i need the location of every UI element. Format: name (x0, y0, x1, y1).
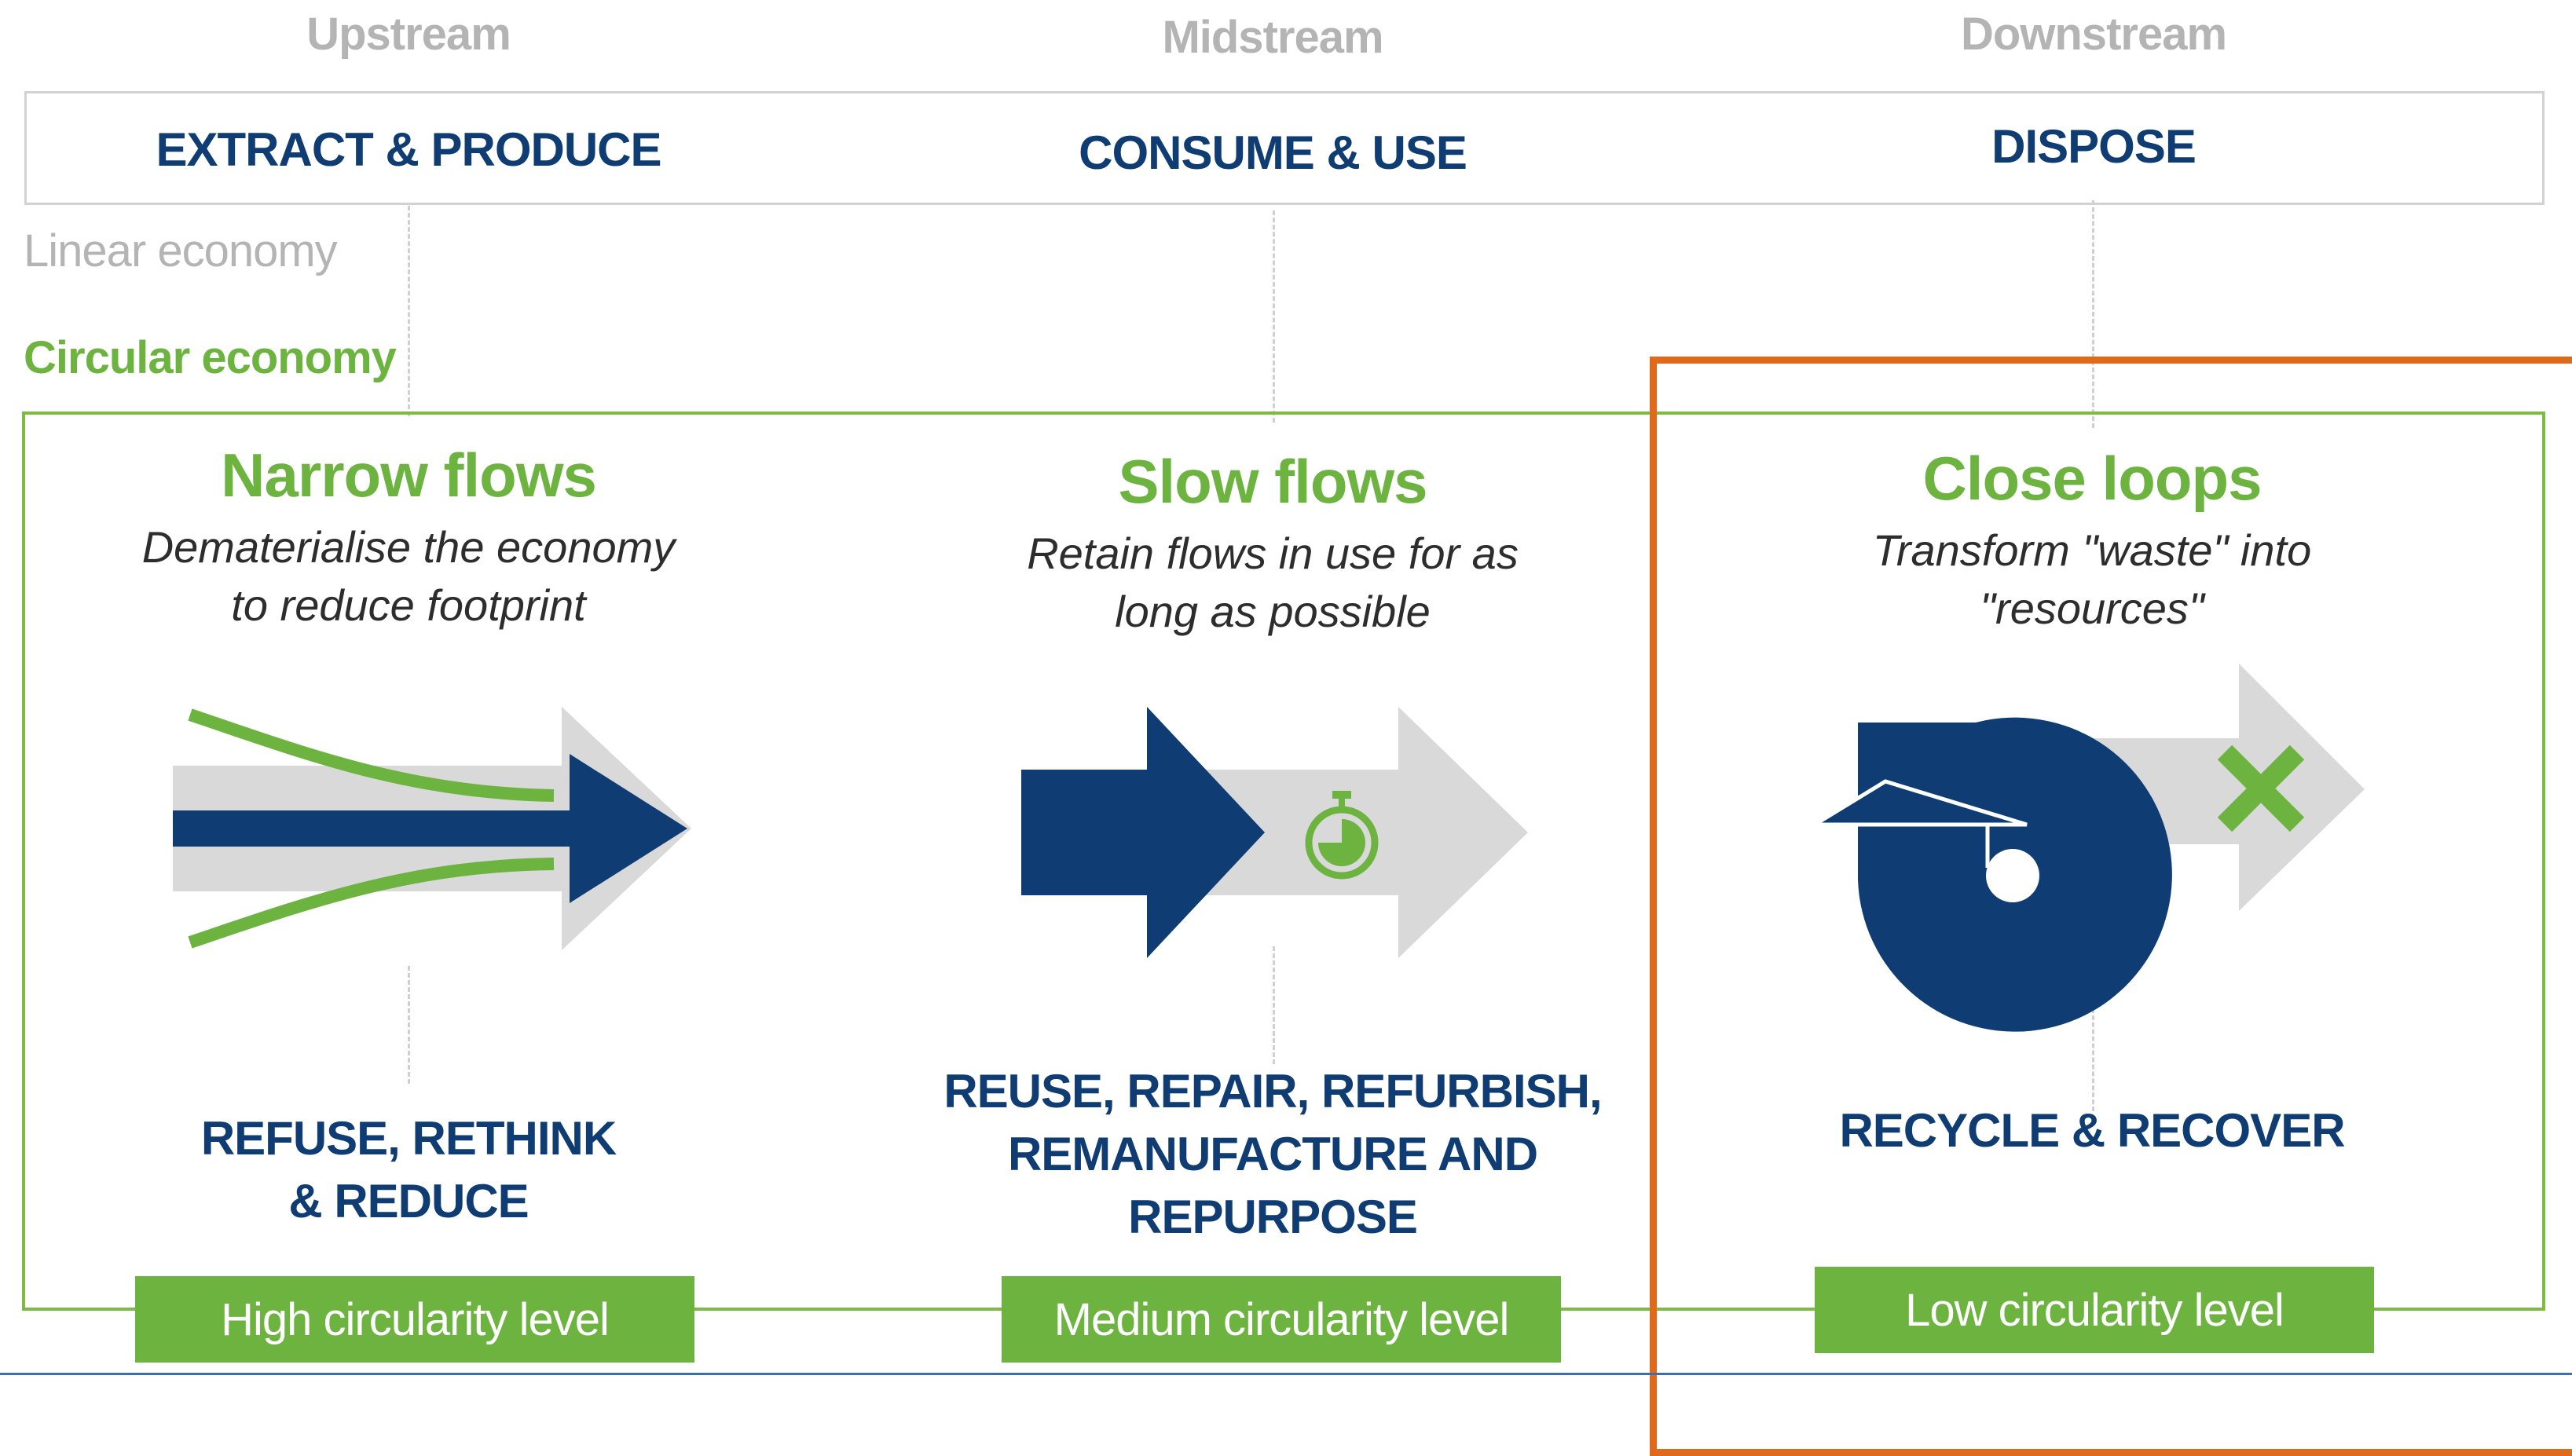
connector-downstream-bottom (2092, 1001, 2094, 1111)
slow-flows-title: Slow flows (1118, 447, 1427, 516)
slow-flow-arrow-icon (1021, 707, 1528, 958)
low-circularity-badge: Low circularity level (1815, 1267, 2374, 1353)
bottom-divider (0, 1373, 2572, 1375)
close-loops-title: Close loops (1922, 444, 2262, 513)
connector-upstream-bottom (408, 966, 410, 1084)
stage-label-midstream: Midstream (1162, 12, 1383, 63)
slow-flows-strategy: REUSE, REPAIR, REFURBISH, REMANUFACTURE … (943, 1065, 1602, 1243)
circular-economy-label: Circular economy (24, 332, 397, 383)
cross-icon (2217, 744, 2305, 832)
phase-dispose: DISPOSE (1991, 120, 2196, 173)
slow-flows-subtitle: Retain flows in use for as long as possi… (1027, 529, 1519, 636)
phase-consume-use: CONSUME & USE (1079, 126, 1467, 179)
circular-economy-diagram: Upstream Midstream Downstream EXTRACT & … (0, 9, 2572, 1456)
stage-label-downstream: Downstream (1960, 9, 2227, 60)
close-loops-highlight-frame (1650, 357, 2572, 1456)
connector-downstream-top (2092, 200, 2094, 428)
stage-label-upstream: Upstream (306, 9, 511, 60)
high-circularity-badge: High circularity level (135, 1276, 694, 1363)
connector-midstream-bottom (1273, 946, 1275, 1064)
linear-economy-label: Linear economy (24, 225, 338, 276)
narrow-flows-strategy: REFUSE, RETHINK & REDUCE (200, 1112, 617, 1227)
phase-extract-produce: EXTRACT & PRODUCE (156, 123, 661, 176)
narrow-flows-title: Narrow flows (221, 441, 597, 510)
narrow-flows-subtitle: Dematerialise the economy to reduce foot… (141, 522, 676, 630)
linear-economy-box (24, 91, 2545, 205)
medium-circularity-badge: Medium circularity level (1002, 1276, 1561, 1363)
stopwatch-icon (1305, 791, 1379, 880)
close-loops-strategy: RECYCLE & RECOVER (1839, 1104, 2345, 1157)
close-loops-subtitle: Transform "waste" into "resources" (1872, 525, 2312, 633)
connector-midstream-top (1273, 210, 1275, 423)
narrow-flow-arrow-icon (173, 707, 691, 950)
close-loop-icon (1808, 664, 2365, 1032)
connector-upstream-top (408, 206, 410, 416)
